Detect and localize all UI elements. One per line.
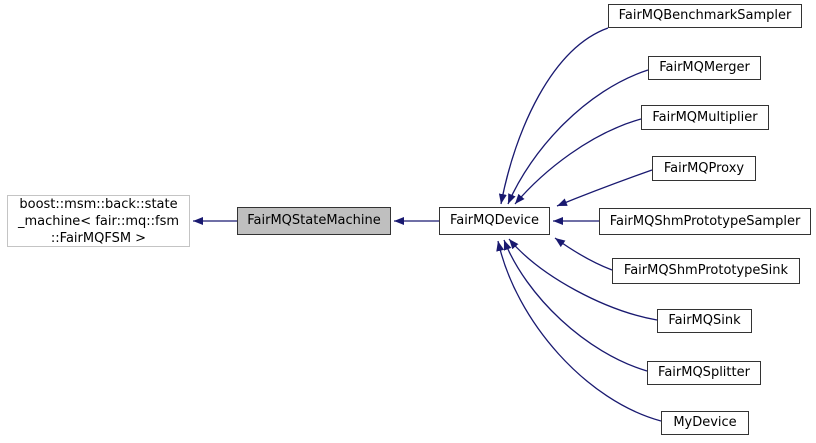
node-fairmq-shm-prototype-sampler[interactable]: FairMQShmPrototypeSampler bbox=[599, 208, 811, 235]
node-my-device[interactable]: MyDevice bbox=[661, 411, 749, 435]
node-fairmq-proxy[interactable]: FairMQProxy bbox=[652, 156, 756, 181]
edge-merger-to-device bbox=[507, 69, 649, 205]
node-fairmq-state-machine: FairMQStateMachine bbox=[237, 207, 391, 235]
node-fairmq-splitter[interactable]: FairMQSplitter bbox=[647, 361, 761, 385]
edge-proxy-to-device bbox=[556, 169, 653, 207]
node-fairmq-sink[interactable]: FairMQSink bbox=[657, 309, 752, 333]
node-fairmq-benchmark-sampler[interactable]: FairMQBenchmarkSampler bbox=[608, 4, 802, 28]
node-fairmq-merger[interactable]: FairMQMerger bbox=[648, 56, 761, 80]
node-boost-msm-back-state-machine: boost::msm::back::state _machine< fair::… bbox=[7, 195, 190, 247]
edge-benchmarksampler-to-device bbox=[498, 27, 609, 205]
edge-shmprototypesink-to-device bbox=[554, 237, 613, 271]
node-fairmq-multiplier[interactable]: FairMQMultiplier bbox=[641, 105, 769, 130]
edge-multiplier-to-device bbox=[514, 118, 642, 205]
node-fairmq-device[interactable]: FairMQDevice bbox=[439, 207, 550, 235]
node-fairmq-shm-prototype-sink[interactable]: FairMQShmPrototypeSink bbox=[612, 258, 800, 284]
